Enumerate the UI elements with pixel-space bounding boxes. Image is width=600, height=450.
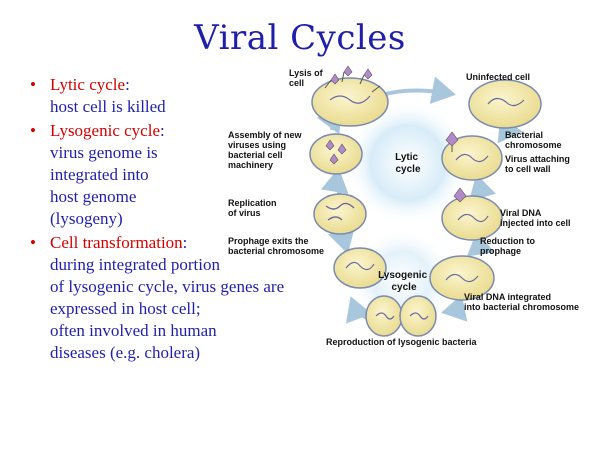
cell-replication bbox=[313, 193, 367, 235]
bullet-list: • Lytic cycle: host cell is killed • Lys… bbox=[30, 74, 330, 366]
lytic-cycle-glow bbox=[346, 101, 470, 225]
bullet-body: virus genome is integrated into host gen… bbox=[50, 142, 330, 230]
label-reduction: Reduction to prophage bbox=[480, 236, 538, 256]
label-lysis: Lysis of cell bbox=[289, 68, 325, 88]
bullet-line: integrated into bbox=[50, 165, 149, 184]
bullet-lysogenic: • Lysogenic cycle: virus genome is integ… bbox=[30, 120, 330, 230]
slide-title: Viral Cycles bbox=[194, 18, 406, 58]
bullet-colon: : bbox=[182, 233, 188, 252]
cycle-arrow bbox=[377, 76, 456, 105]
label-viral-dna-integrated: Viral DNA integrated into bacterial chro… bbox=[464, 292, 579, 312]
bullet-line: expressed in host cell; bbox=[50, 299, 201, 318]
label-viral-dna-injected: Viral DNA injected into cell bbox=[500, 208, 571, 228]
label-prophage-exits: Prophage exits the bacterial chromosome bbox=[228, 236, 324, 256]
bullet-line: during integrated portion bbox=[50, 255, 220, 274]
bullet-transformation: • Cell transformation: during integrated… bbox=[30, 232, 330, 364]
bullet-line: host cell is killed bbox=[50, 97, 166, 116]
bullet-line: often involved in human bbox=[50, 321, 217, 340]
bullet-head: Cell transformation bbox=[50, 233, 183, 252]
bullet-body: during integrated portion of lysogenic c… bbox=[50, 254, 330, 364]
bullet-line: of lysogenic cycle, virus genes are bbox=[50, 277, 285, 296]
label-bacterial-chromosome: Bacterial chromosome bbox=[505, 130, 562, 150]
cell-uninfected bbox=[468, 79, 542, 129]
cycle-arrow bbox=[441, 294, 468, 322]
cell-prophage-exit bbox=[333, 247, 387, 289]
bullet-head: Lysogenic cycle bbox=[50, 121, 160, 140]
cell-injected bbox=[441, 187, 503, 241]
cell-attaching bbox=[441, 131, 503, 181]
bullet-lytic: • Lytic cycle: host cell is killed bbox=[30, 74, 330, 118]
cell-integrated bbox=[429, 255, 495, 301]
bullet-dot: • bbox=[30, 233, 36, 252]
bullet-line: (lysogeny) bbox=[50, 209, 123, 228]
label-uninfected: Uninfected cell bbox=[466, 72, 530, 82]
cell-assembly bbox=[309, 133, 363, 175]
cell-reproduction bbox=[365, 295, 437, 337]
bullet-head: Lytic cycle bbox=[50, 75, 126, 94]
lytic-cycle-label: Lytic cycle bbox=[395, 152, 421, 175]
bullet-line: host genome bbox=[50, 187, 137, 206]
label-assembly: Assembly of new viruses using bacterial … bbox=[228, 130, 304, 170]
cell-lysis bbox=[311, 65, 389, 127]
lysogenic-cycle-label: Lysogenic cycle bbox=[378, 270, 430, 293]
bullet-line: virus genome is bbox=[50, 143, 158, 162]
bullet-dot: • bbox=[30, 121, 36, 140]
label-reproduction: Reproduction of lysogenic bacteria bbox=[326, 337, 478, 347]
bullet-colon: : bbox=[125, 75, 130, 94]
bullet-colon: : bbox=[160, 121, 165, 140]
label-virus-attaching: Virus attaching to cell wall bbox=[505, 154, 572, 174]
label-replication: Replication of virus bbox=[228, 198, 279, 218]
bullet-line: diseases (e.g. cholera) bbox=[50, 343, 201, 362]
bullet-dot: • bbox=[30, 75, 36, 94]
bullet-body: host cell is killed bbox=[50, 96, 330, 118]
cycle-arrow bbox=[320, 168, 349, 197]
